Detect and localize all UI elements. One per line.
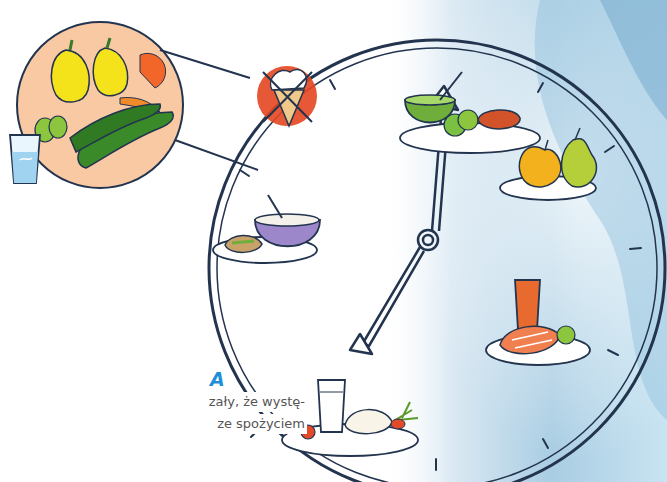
body-text-fragment: zały, że wystę- — [207, 392, 307, 412]
section-heading: A — [208, 368, 227, 390]
body-text-fragment: ze spożyciem — [215, 414, 307, 434]
